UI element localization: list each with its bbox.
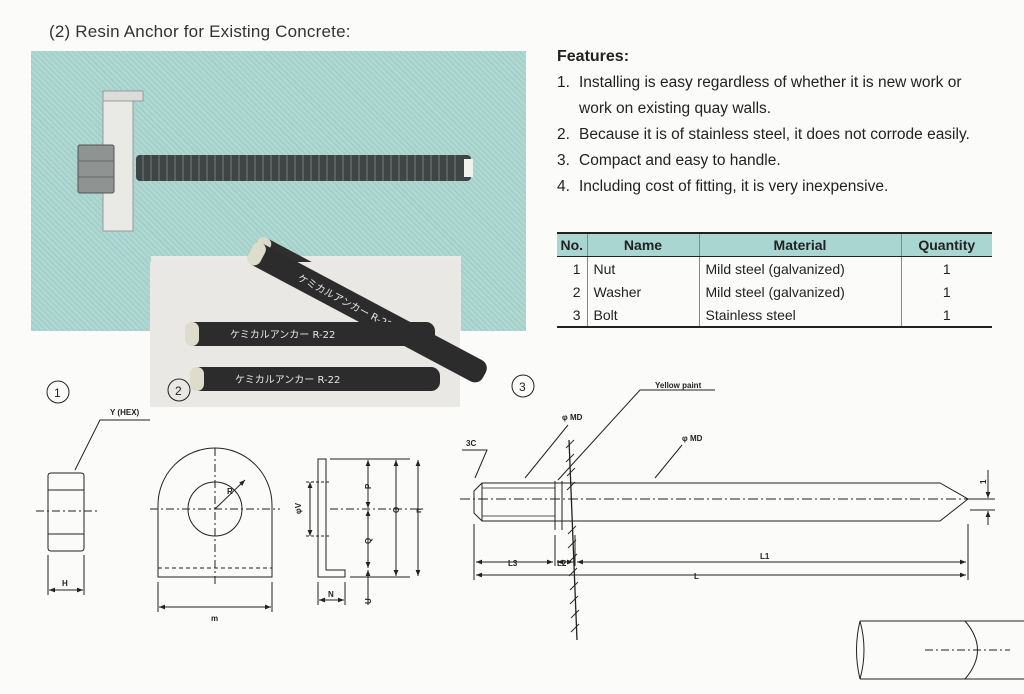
label-circle-3 [511, 374, 535, 398]
col-header-no: No. [557, 232, 587, 257]
nut-h-label: H [62, 579, 68, 588]
washer-side-drawing [306, 458, 425, 605]
washer-v-label: φV [294, 502, 303, 514]
feature-item: 3.Compact and easy to handle. [557, 152, 781, 169]
bolt-md-label-2: φ MD [682, 434, 703, 443]
table-row: 3 Bolt Stainless steel 1 [557, 303, 992, 328]
features-list: 1.Installing is easy regardless of wheth… [557, 70, 997, 200]
bolt-chamfer-label: 3C [466, 439, 476, 448]
washer-front-drawing [150, 447, 280, 612]
washer-r-label: R [227, 487, 233, 496]
col-header-quantity: Quantity [900, 232, 992, 257]
bolt-drawing [460, 389, 995, 641]
circle-label-3: 3 [519, 380, 526, 394]
table-header-row: No. Name Material Quantity [557, 232, 992, 257]
bolt-md-label-1: φ MD [562, 413, 583, 422]
nut-drawing [36, 419, 150, 595]
label-circle-2 [167, 378, 191, 402]
section-heading: (2) Resin Anchor for Existing Concrete: [49, 22, 351, 41]
circle-label-1: 1 [54, 386, 61, 400]
label-circle-1 [46, 380, 70, 404]
col-header-name: Name [586, 232, 699, 257]
bolt-l2-label: L2 [557, 559, 567, 568]
yellow-paint-label: Yellow paint [655, 381, 702, 390]
washer-u-label: U [364, 598, 373, 604]
table-row: 1 Nut Mild steel (galvanized) 1 [557, 256, 992, 280]
washer-n-right-label: n [414, 508, 423, 513]
washer-o-label: O [392, 507, 401, 513]
parts-table: No. Name Material Quantity 1 Nut Mild st… [557, 232, 992, 328]
table-row: 2 Washer Mild steel (galvanized) 1 [557, 280, 992, 303]
feature-item: 2.Because it is of stainless steel, it d… [557, 126, 970, 143]
washer-q-label: Q [364, 538, 373, 544]
washer-n-label: N [328, 590, 334, 599]
feature-item: 1.Installing is easy regardless of wheth… [557, 74, 962, 117]
feature-item: 4.Including cost of fitting, it is very … [557, 178, 889, 195]
col-header-material: Material [698, 232, 901, 257]
bolt-l-label: L [694, 572, 699, 581]
circle-label-2: 2 [175, 384, 182, 398]
nut-hex-label: Y (HEX) [110, 408, 140, 417]
bolt-end-detail [856, 620, 1024, 680]
bolt-l3-label: L3 [508, 559, 518, 568]
bolt-l1-label: L1 [760, 552, 770, 561]
features-title: Features: [557, 48, 630, 65]
bolt-tip-label: 1 [979, 479, 988, 484]
washer-m-label: m [211, 614, 218, 623]
washer-p-label: P [364, 483, 373, 489]
